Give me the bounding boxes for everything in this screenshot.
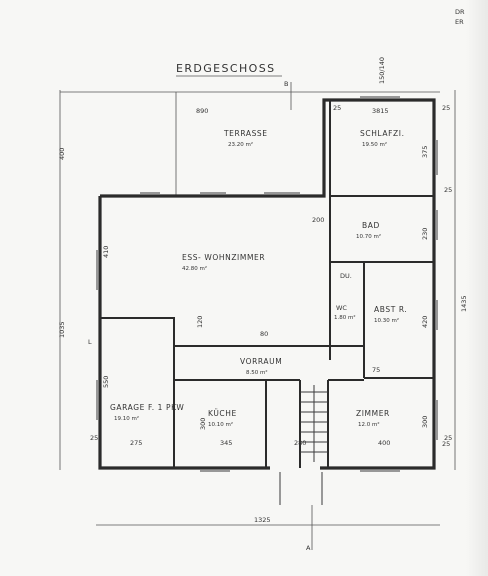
room-kueche: KÜCHE 10.10 m²: [208, 409, 237, 428]
dim-top-25b: 25: [442, 104, 450, 112]
room-area-terrasse: 23.20 m²: [228, 141, 253, 148]
room-name-garage: GARAGE F. 1 PKW: [110, 403, 184, 412]
room-area-vorraum: 8.50 m²: [246, 369, 268, 376]
corner-text-2: ER: [455, 18, 464, 26]
dim-bottom-275: 275: [130, 439, 142, 447]
dim-mid-75: 75: [372, 366, 380, 374]
dim-right-230: 230: [421, 228, 429, 240]
dim-mid-80: 80: [260, 330, 268, 338]
room-name-kueche: KÜCHE: [208, 409, 237, 418]
dim-right-375: 375: [421, 146, 429, 158]
room-name-bad: BAD: [362, 221, 380, 230]
room-area-wohn: 42.80 m²: [182, 265, 207, 272]
dim-mid-300: 300: [199, 418, 207, 430]
dim-bottom-25a: 25: [90, 434, 98, 442]
room-wc: WC 1.80 m²: [334, 304, 356, 321]
dim-left-400: 400: [58, 148, 66, 160]
room-wohn: ESS- WOHNZIMMER 42.80 m²: [182, 253, 265, 272]
room-bad: BAD 10.70 m²: [356, 221, 381, 240]
room-name-zimmer: ZIMMER: [356, 409, 390, 418]
dim-right-1435: 1435: [460, 295, 468, 312]
room-name-vorraum: VORRAUM: [240, 357, 282, 366]
room-garage: GARAGE F. 1 PKW 19.10 m²: [110, 403, 184, 422]
dim-mid-120: 120: [196, 316, 204, 328]
dim-bottom-1325: 1325: [254, 516, 271, 524]
corner-text-1: DR: [455, 8, 465, 16]
page-edge-shadow: [466, 0, 488, 576]
room-area-zimmer: 12.0 m²: [358, 421, 380, 428]
room-name-schlafzi: SCHLAFZI.: [360, 129, 405, 138]
dim-right-300: 300: [421, 416, 429, 428]
dim-right-25b: 25: [444, 434, 452, 442]
window-marks: [96, 96, 438, 472]
room-area-bad: 10.70 m²: [356, 233, 381, 240]
garage-wall: [100, 317, 175, 468]
room-name-abstr: ABST R.: [374, 305, 407, 314]
room-du: DU.: [340, 272, 352, 280]
dim-top-3815: 3815: [372, 107, 389, 115]
dim-left-550: 550: [102, 376, 110, 388]
dim-left-410: 410: [102, 246, 110, 258]
dim-top-890: 890: [196, 107, 208, 115]
room-name-terrasse: TERRASSE: [223, 129, 268, 138]
dim-right-25a: 25: [444, 186, 452, 194]
dim-left-1035: 1035: [58, 321, 66, 338]
room-schlafzi: SCHLAFZI. 19.50 m²: [360, 129, 405, 148]
dim-bottom-400: 400: [378, 439, 390, 447]
room-vorraum: VORRAUM 8.50 m²: [240, 357, 282, 376]
dim-mid-200: 200: [312, 216, 324, 224]
dim-top-25a: 25: [333, 104, 341, 112]
dim-right-420: 420: [421, 316, 429, 328]
room-area-garage: 19.10 m²: [114, 415, 139, 422]
outer-wall-main: [100, 98, 436, 470]
section-mark-bottom: A: [306, 544, 311, 552]
staircase: [279, 385, 328, 505]
dim-bottom-280: 280: [294, 439, 306, 447]
dim-bottom-25b: 25: [442, 440, 450, 448]
section-mark-top: B: [284, 80, 288, 88]
outer-wall-left: [98, 196, 270, 470]
room-terrasse: TERRASSE 23.20 m²: [223, 129, 268, 148]
room-area-wc: 1.80 m²: [334, 314, 356, 321]
dim-bottom-345: 345: [220, 439, 232, 447]
room-name-du: DU.: [340, 272, 352, 280]
dim-top-150-140: 150/140: [378, 57, 386, 84]
room-name-wohn: ESS- WOHNZIMMER: [182, 253, 265, 262]
room-area-schlafzi: 19.50 m²: [362, 141, 387, 148]
room-area-kueche: 10.10 m²: [208, 421, 233, 428]
plan-title: ERDGESCHOSS: [176, 62, 276, 75]
dim-left-l: L: [88, 338, 92, 346]
room-area-abstr: 10.30 m²: [374, 317, 399, 324]
room-zimmer: ZIMMER 12.0 m²: [356, 409, 390, 428]
room-abstr: ABST R. 10.30 m²: [374, 305, 407, 324]
room-name-wc: WC: [336, 304, 347, 312]
